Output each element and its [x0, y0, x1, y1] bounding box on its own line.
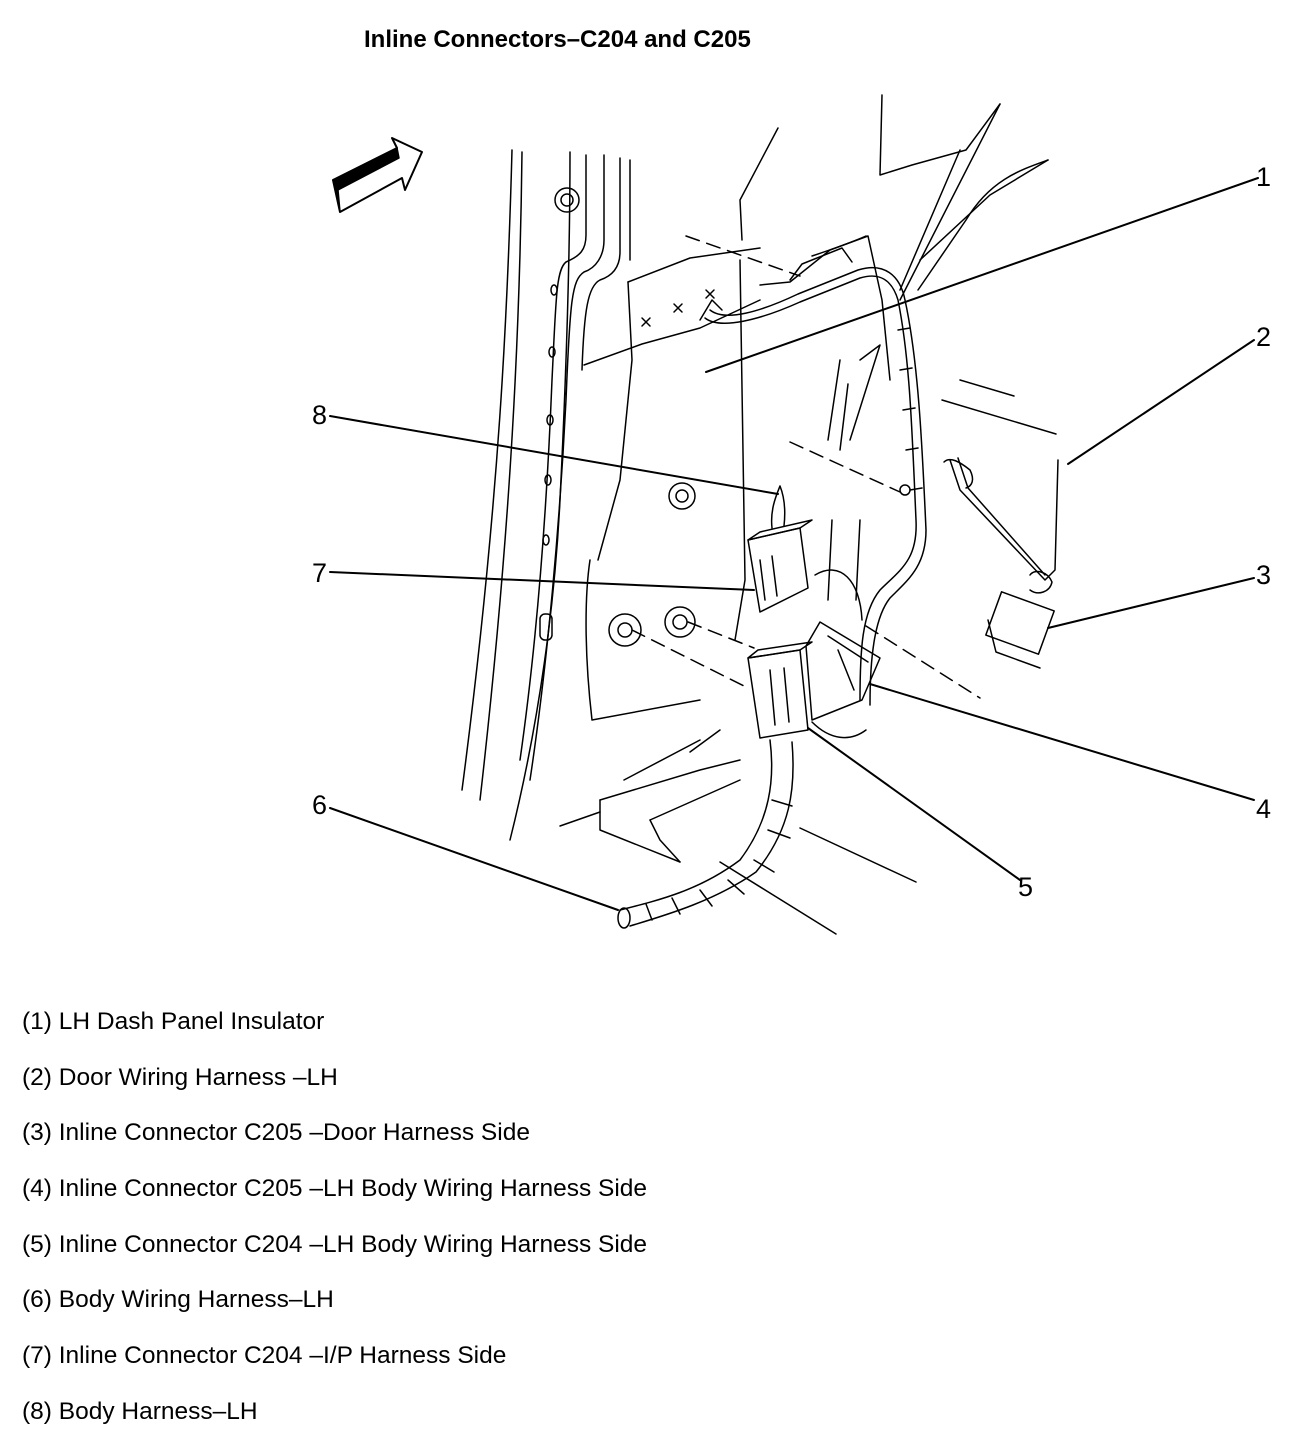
callout-2: 2 — [1256, 322, 1272, 352]
legend-item-6: (6) Body Wiring Harness–LH — [22, 1286, 334, 1314]
legend-item-5: (5) Inline Connector C204 –LH Body Wirin… — [22, 1230, 648, 1258]
grommet-holes — [609, 483, 862, 646]
legend-item-2: (2) Door Wiring Harness –LH — [22, 1063, 338, 1091]
legend-item-8: (8) Body Harness–LH — [22, 1397, 258, 1425]
legend-item-3: (3) Inline Connector C205 –Door Harness … — [22, 1119, 530, 1147]
insulator-fasteners — [632, 236, 980, 698]
component-legend: (1) LH Dash Panel Insulator (2) Door Wir… — [22, 1008, 647, 1454]
legend-item-1: (1) LH Dash Panel Insulator — [22, 1008, 325, 1035]
callout-5: 5 — [1018, 872, 1034, 902]
callout-8: 8 — [312, 400, 328, 430]
callout-3: 3 — [1256, 560, 1272, 590]
connector-c204-ip — [748, 486, 812, 612]
diagram-title: Inline Connectors–C204 and C205 — [364, 26, 751, 53]
forward-arrow-icon — [333, 138, 422, 212]
connector-diagram — [0, 0, 1312, 960]
callout-7: 7 — [312, 558, 328, 588]
harness-lower — [618, 740, 793, 928]
callout-1: 1 — [1256, 162, 1272, 192]
door-harness — [944, 458, 1058, 668]
door-sill — [560, 730, 916, 934]
legend-item-4: (4) Inline Connector C205 –LH Body Wirin… — [22, 1175, 648, 1203]
upper-trim-lines — [740, 95, 1056, 434]
callout-4: 4 — [1256, 794, 1272, 824]
callout-leaders — [330, 178, 1258, 910]
callout-6: 6 — [312, 790, 328, 820]
door-pillar — [462, 150, 760, 840]
connector-body-side — [748, 622, 880, 738]
legend-item-7: (7) Inline Connector C204 –I/P Harness S… — [22, 1342, 507, 1370]
harness-upper — [705, 248, 926, 705]
dash-panel-insulator — [598, 236, 890, 640]
